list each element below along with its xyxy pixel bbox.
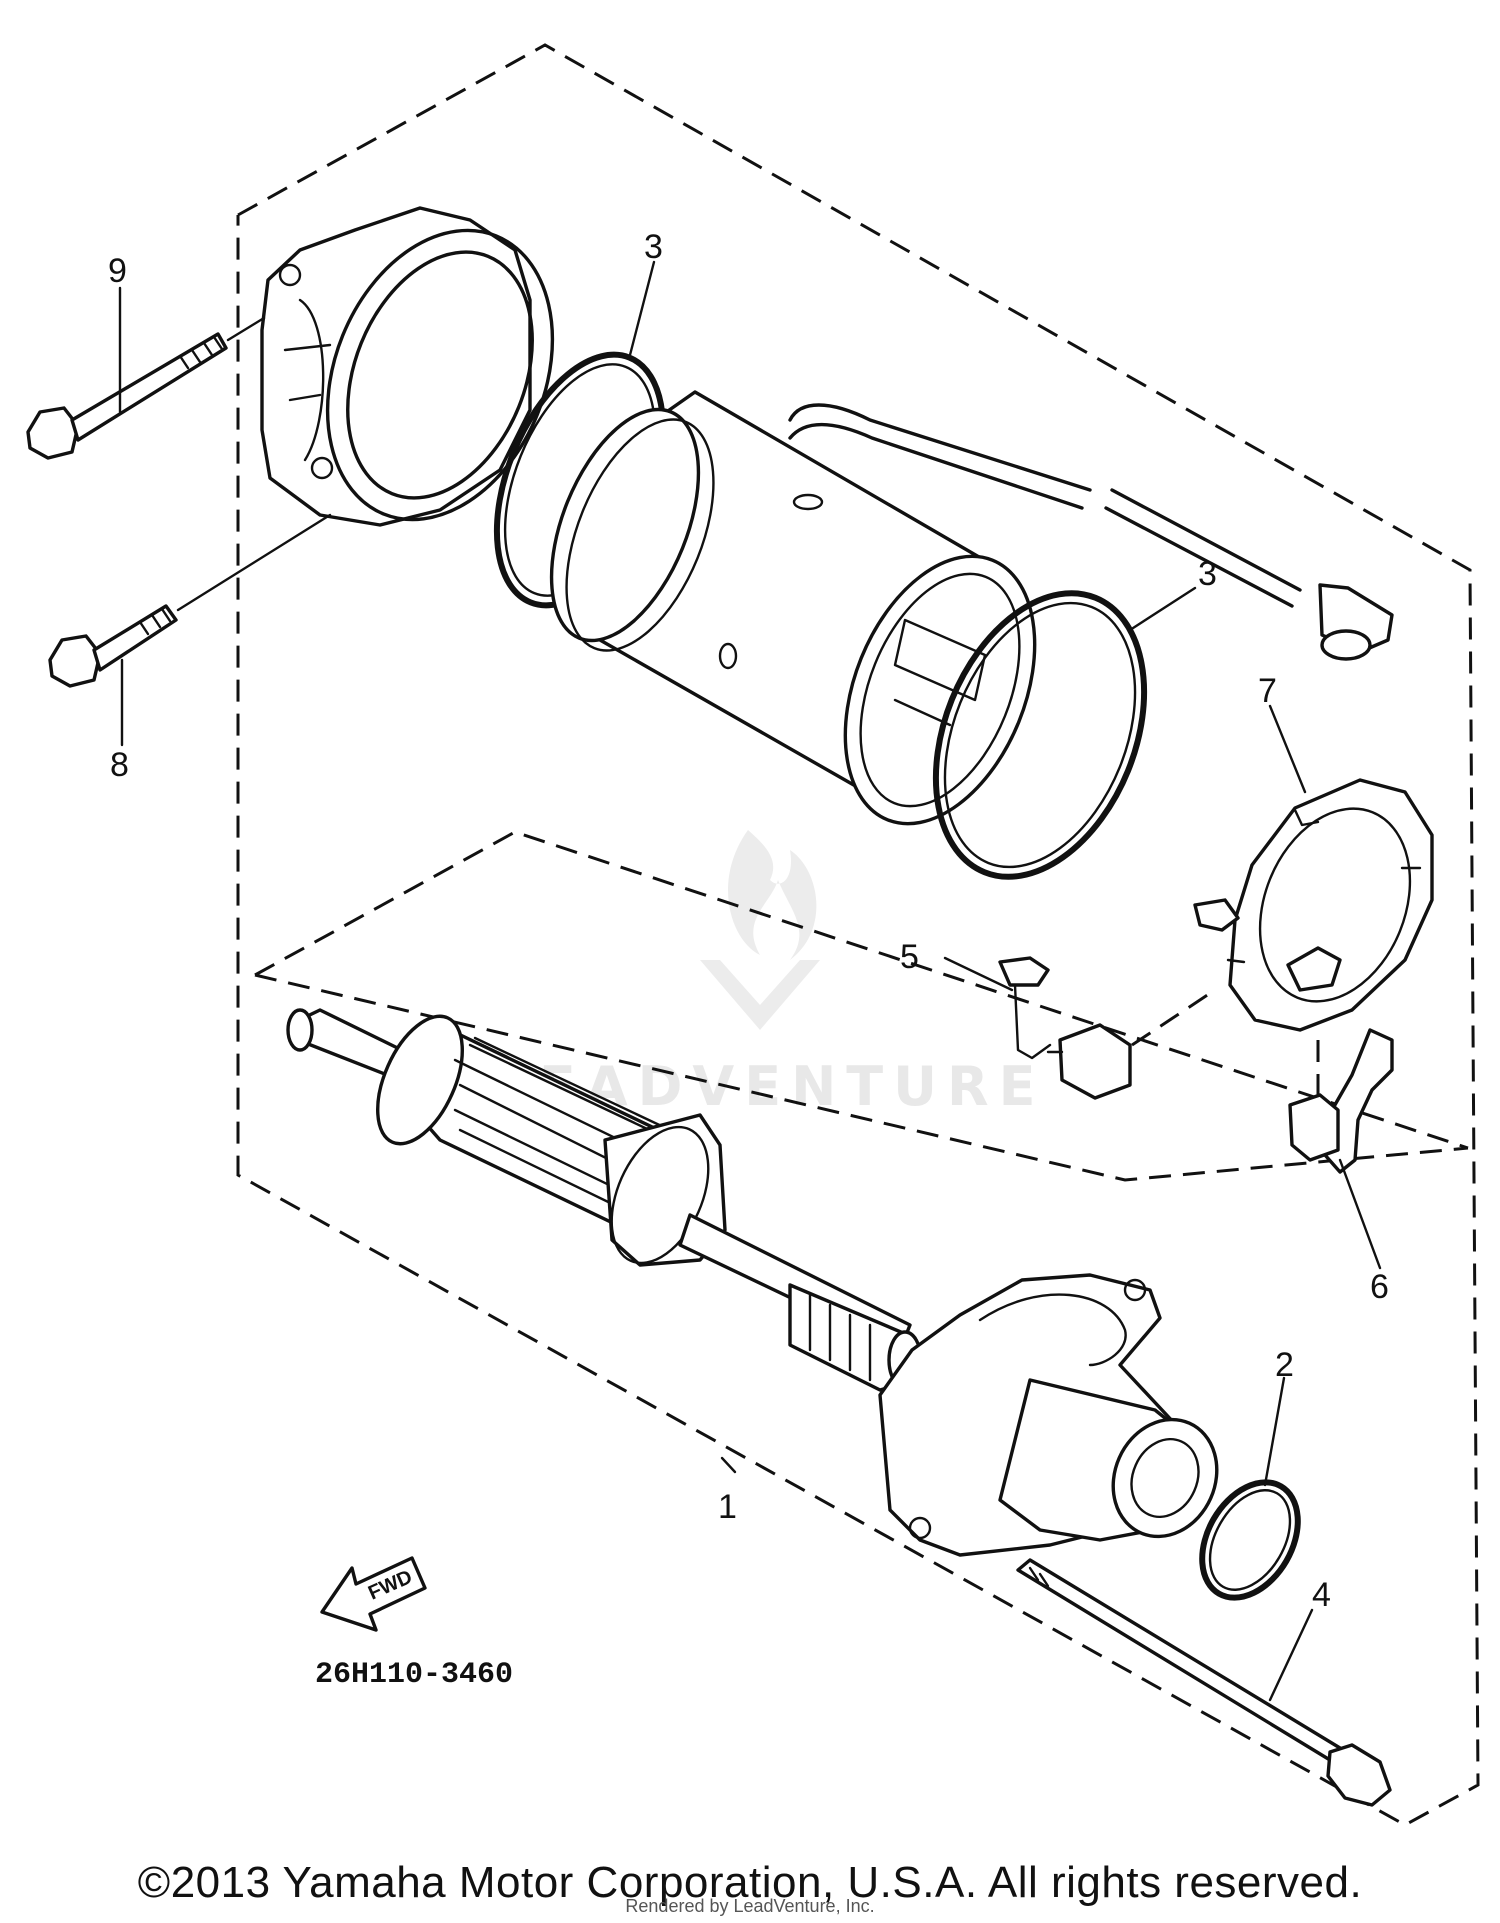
callout-7: 7 <box>1258 672 1277 710</box>
front-cover <box>878 1273 1219 1557</box>
yoke-housing <box>549 390 1394 826</box>
callout-1: 1 <box>718 1488 737 1526</box>
callout-8: 8 <box>110 746 129 784</box>
armature-boundary <box>254 830 1469 1150</box>
brush-6 <box>1288 1028 1394 1174</box>
o-ring-2 <box>1199 1479 1301 1601</box>
callout-3-lower: 3 <box>1198 555 1217 593</box>
rear-cover <box>260 206 555 527</box>
callout-2: 2 <box>1275 1346 1294 1384</box>
bolt-8 <box>48 513 332 688</box>
armature <box>286 1008 923 1392</box>
callout-4: 4 <box>1312 1576 1331 1614</box>
leader-lines <box>118 260 1382 1702</box>
copyright-notice: ©2013 Yamaha Motor Corporation, U.S.A. A… <box>137 1858 1363 1907</box>
brush-5 <box>998 898 1240 1100</box>
fwd-arrow: FWD <box>320 1556 427 1632</box>
leadventure-watermark: LEADVENTURE <box>495 830 1035 1118</box>
callout-5: 5 <box>900 938 919 976</box>
callout-3-upper: 3 <box>644 228 663 266</box>
bolt-9 <box>26 316 266 460</box>
callout-6: 6 <box>1370 1268 1389 1306</box>
brush-holder-plate <box>1226 778 1434 1032</box>
rendered-by-notice: Rendered by LeadVenture, Inc. <box>625 1896 875 1916</box>
diagram-code: 26H110-3460 <box>315 1658 513 1692</box>
o-ring-lower <box>932 590 1148 880</box>
assembly-boundary <box>236 43 1480 1827</box>
through-bolt-4 <box>1016 1558 1392 1807</box>
callout-9: 9 <box>108 252 127 290</box>
